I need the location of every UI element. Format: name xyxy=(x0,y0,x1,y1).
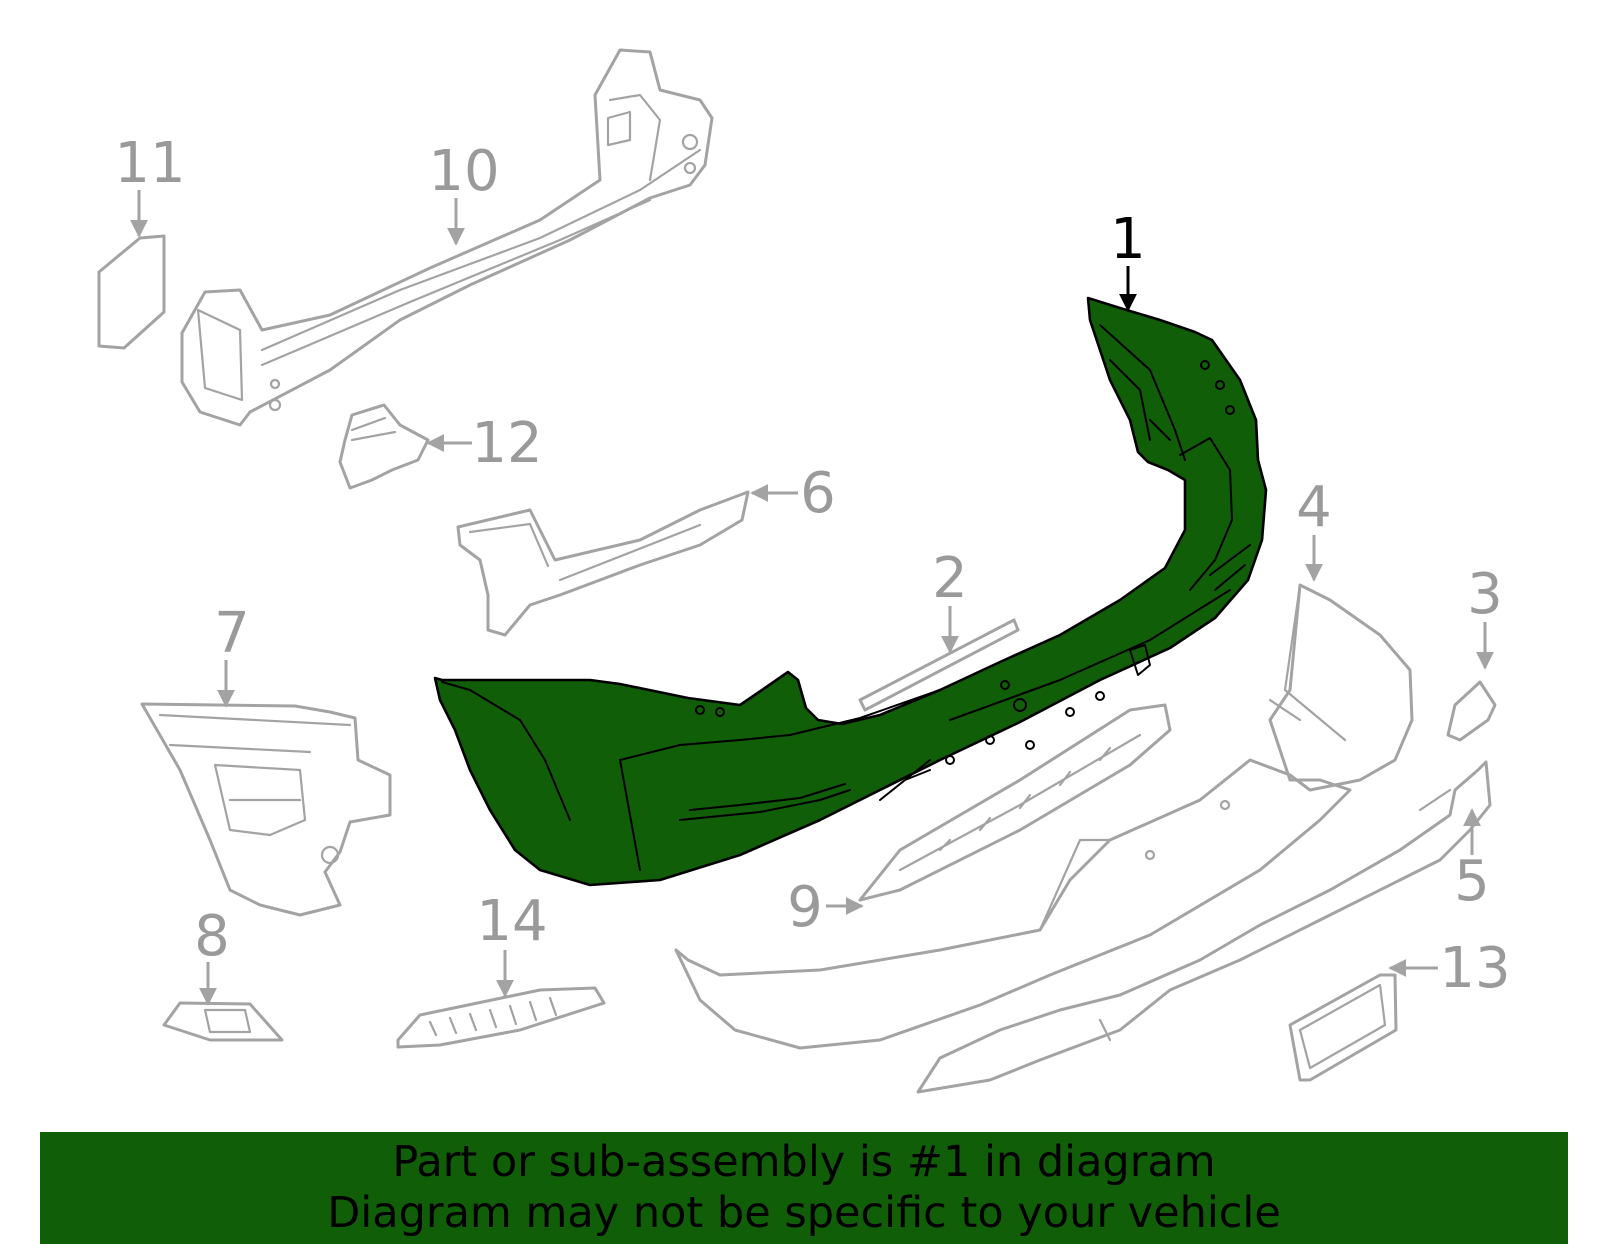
banner-line-1: Part or sub-assembly is #1 in diagram xyxy=(392,1137,1216,1187)
part-13-shape[interactable] xyxy=(1288,973,1398,1082)
callout-number: 12 xyxy=(471,411,542,476)
callout-number: 8 xyxy=(194,904,230,969)
callout-2[interactable]: 2 xyxy=(932,546,968,654)
part-9-shape[interactable] xyxy=(858,703,1172,902)
part-7-shape[interactable] xyxy=(140,702,392,917)
callout-number: 13 xyxy=(1439,936,1510,1001)
callout-4[interactable]: 4 xyxy=(1296,475,1332,582)
callout-number: 3 xyxy=(1467,562,1503,627)
part-14-shape[interactable] xyxy=(396,986,606,1049)
banner-line-2: Diagram may not be specific to your vehi… xyxy=(327,1188,1281,1238)
callout-7[interactable]: 7 xyxy=(214,601,250,708)
callout-8[interactable]: 8 xyxy=(194,904,230,1006)
callout-number: 6 xyxy=(800,461,836,526)
callout-11[interactable]: 11 xyxy=(114,131,186,238)
part-4-shape[interactable] xyxy=(674,583,1414,1050)
part-3-shape[interactable] xyxy=(1446,680,1497,742)
callout-10[interactable]: 10 xyxy=(428,139,500,246)
callout-number: 11 xyxy=(114,131,185,196)
callout-6[interactable]: 6 xyxy=(750,461,836,526)
callout-number: 7 xyxy=(214,601,250,666)
part-8-shape[interactable] xyxy=(162,1001,284,1042)
part-2-shape[interactable] xyxy=(858,618,1020,712)
part-1-bumper-cover[interactable] xyxy=(433,296,1268,887)
callout-number: 2 xyxy=(932,546,968,611)
callout-number: 9 xyxy=(787,875,823,940)
part-6-shape[interactable] xyxy=(456,490,750,637)
info-banner: Part or sub-assembly is #1 in diagram Di… xyxy=(40,1132,1568,1244)
callout-number: 10 xyxy=(428,139,499,204)
callout-5[interactable]: 5 xyxy=(1454,808,1490,914)
callout-3[interactable]: 3 xyxy=(1467,562,1503,670)
callout-number: 1 xyxy=(1110,207,1146,272)
callout-9[interactable]: 9 xyxy=(787,875,864,940)
part-10-shape[interactable] xyxy=(180,48,714,427)
callout-number: 4 xyxy=(1296,475,1332,540)
callout-13[interactable]: 13 xyxy=(1388,936,1511,1001)
part-12-shape[interactable] xyxy=(338,403,430,490)
callout-1[interactable]: 1 xyxy=(1110,207,1146,312)
callout-number: 14 xyxy=(476,889,547,954)
part-11-shape[interactable] xyxy=(97,234,166,350)
callout-12[interactable]: 12 xyxy=(426,411,543,476)
callout-14[interactable]: 14 xyxy=(476,889,548,998)
part-5-shape[interactable] xyxy=(916,760,1492,1094)
callout-number: 5 xyxy=(1454,849,1490,914)
